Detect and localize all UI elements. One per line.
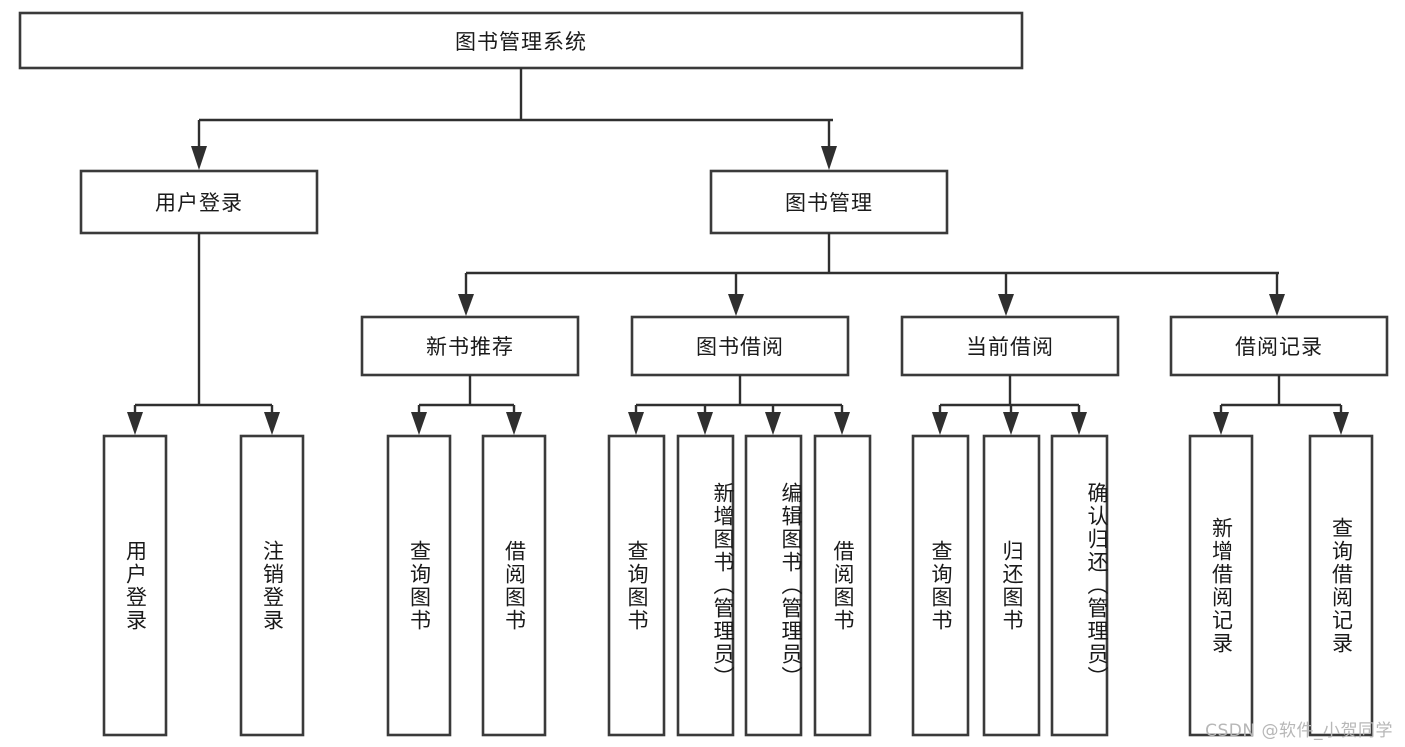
node-box-leaf-user-login[interactable] xyxy=(102,434,168,737)
node-box-leaf-logout-login[interactable] xyxy=(239,434,305,737)
node-box-leaf-return-book[interactable] xyxy=(982,434,1041,737)
node-box-user-login[interactable] xyxy=(79,169,319,235)
node-box-leaf-edit-book-admin[interactable] xyxy=(744,434,803,737)
node-box-leaf-query-book-3[interactable] xyxy=(911,434,970,737)
node-box-leaf-add-borrow-record[interactable] xyxy=(1188,434,1254,737)
connector-user-login-to-leaves xyxy=(127,233,280,435)
node-box-leaf-query-book-2[interactable] xyxy=(607,434,666,737)
connector-current-borrow-to-leaves xyxy=(932,375,1087,435)
connector-borrow-record-to-leaves xyxy=(1213,375,1349,435)
node-box-book-management[interactable] xyxy=(709,169,949,235)
node-box-borrow-record[interactable] xyxy=(1169,315,1389,377)
node-box-leaf-query-book-1[interactable] xyxy=(386,434,452,737)
node-box-new-book-recommend[interactable] xyxy=(360,315,580,377)
connector-book-management-to-level3 xyxy=(458,233,1285,316)
connector-book-borrow-to-leaves xyxy=(628,375,850,435)
connector-new-book-recommend-to-leaves xyxy=(411,375,522,435)
connector-root-to-level2 xyxy=(191,68,837,170)
node-box-root[interactable] xyxy=(18,11,1024,70)
csdn-watermark: CSDN @软件_小贺同学 xyxy=(1205,721,1393,741)
node-box-book-borrow[interactable] xyxy=(630,315,850,377)
node-box-leaf-borrow-book-1[interactable] xyxy=(481,434,547,737)
node-box-leaf-borrow-book-2[interactable] xyxy=(813,434,872,737)
node-box-leaf-confirm-return-admin[interactable] xyxy=(1050,434,1109,737)
node-box-leaf-query-borrow-record[interactable] xyxy=(1308,434,1374,737)
node-box-leaf-add-book-admin[interactable] xyxy=(676,434,735,737)
node-box-current-borrow[interactable] xyxy=(900,315,1120,377)
